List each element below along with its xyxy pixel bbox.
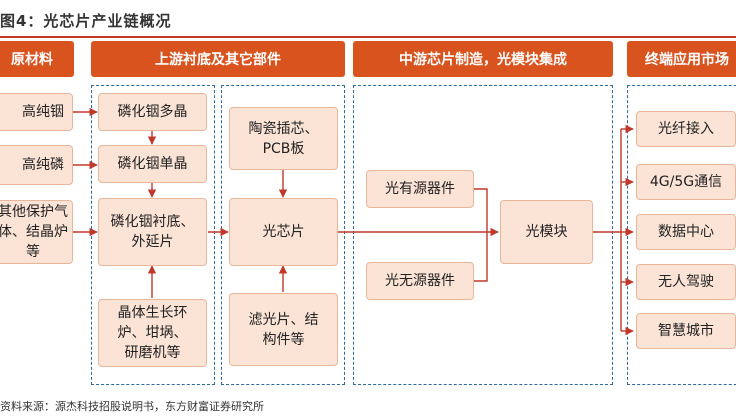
box-inp-single-crystal: 磷化铟单晶 [98,145,207,183]
figure-title: 图4：光芯片产业链概况 [0,12,172,30]
box-smart-city: 智慧城市 [636,313,736,349]
box-active-devices: 光有源器件 [366,170,474,208]
box-passive-devices: 光无源器件 [366,262,474,300]
box-autonomous-driving: 无人驾驶 [636,264,736,300]
raw-indium: 高纯铟 [0,93,73,131]
box-optical-module: 光模块 [500,200,593,264]
line-active-to-module [474,188,488,232]
title-rule [0,36,736,38]
header-raw-materials: 原材料 [0,41,74,77]
box-fiber-access: 光纤接入 [636,111,736,147]
group-midstream [353,85,613,385]
box-ceramic-pcb: 陶瓷插芯、 PCB板 [229,107,338,170]
box-inp-substrate-epi: 磷化铟衬底、 外延片 [98,198,207,266]
header-midstream: 中游芯片制造，光模块集成 [353,41,613,77]
box-growth-equipment: 晶体生长环 炉、坩埚、 研磨机等 [98,299,207,367]
box-4g5g: 4G/5G通信 [636,164,736,200]
box-filter-structure: 滤光片、结 构件等 [229,293,338,366]
raw-gas-furnace: 其他保护气 体、结晶炉 等 [0,200,73,264]
box-inp-polycrystal: 磷化铟多晶 [98,93,207,131]
box-optical-chip: 光芯片 [229,198,338,266]
source-note: 资料来源：源杰科技招股说明书，东方财富证券研究所 [0,400,264,413]
raw-phosphorus: 高纯磷 [0,145,73,185]
header-terminal: 终端应用市场 [627,41,736,77]
header-upstream: 上游衬底及其它部件 [91,41,345,77]
line-passive-to-module [474,232,488,282]
box-datacenter: 数据中心 [636,214,736,250]
